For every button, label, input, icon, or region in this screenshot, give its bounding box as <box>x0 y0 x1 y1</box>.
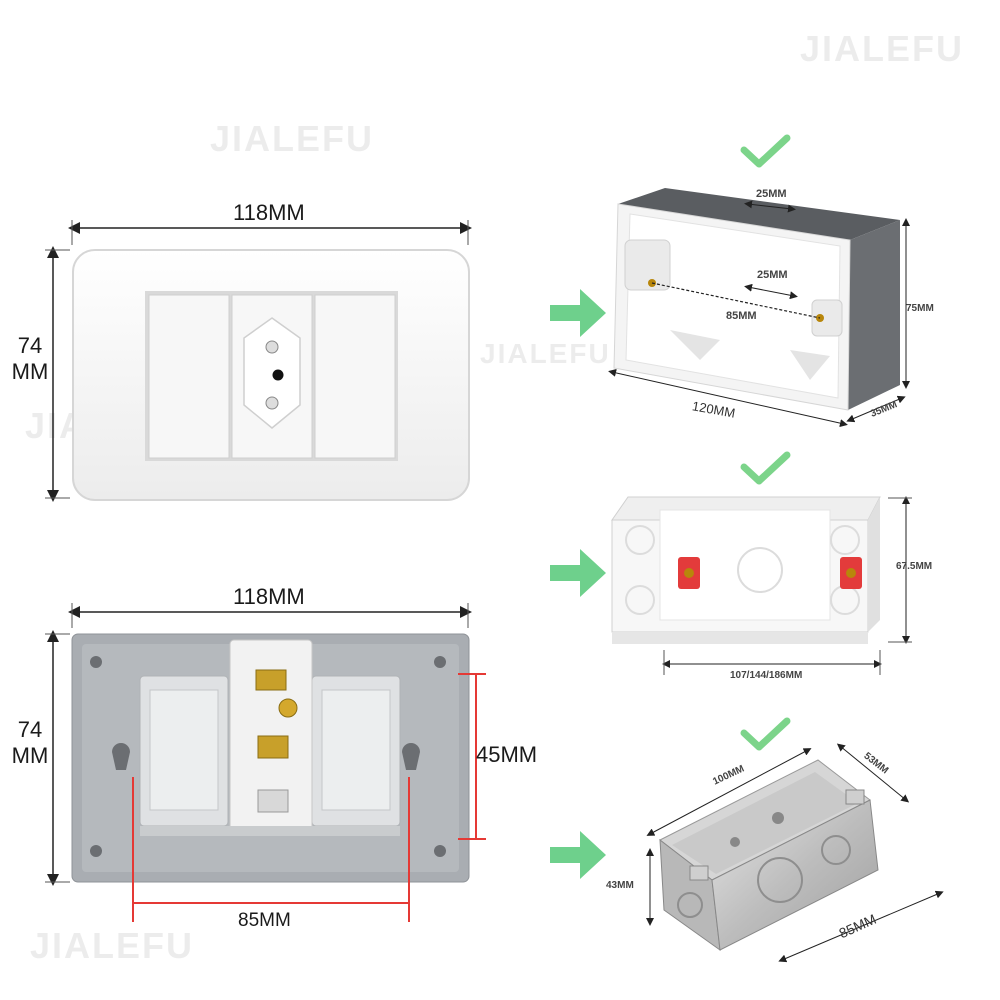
box2-height-label: 67.5MM <box>896 561 933 572</box>
check-icon <box>740 717 791 751</box>
mount-height-label: 45MM <box>476 742 538 767</box>
watermark: JIALEFU <box>30 925 195 966</box>
box1-height-label: 75MM <box>906 303 934 314</box>
check-icon <box>740 451 791 485</box>
right-arrow-icon <box>550 831 606 879</box>
box2-lengths-label: 107/144/186MM <box>730 670 803 681</box>
back-plate-width-label: 118MM <box>233 584 305 609</box>
junction-box-2 <box>611 496 881 644</box>
back-plate-height-label: 74 MM <box>8 717 52 769</box>
box3-height-label: 43MM <box>606 880 634 891</box>
back-plate-height-value: 74 <box>17 717 43 742</box>
back-plate-height-unit: MM <box>11 743 49 768</box>
junction-box-1 <box>613 188 900 411</box>
junction-box-2-dimensions <box>662 496 912 675</box>
junction-box-1-dimensions <box>608 200 910 428</box>
front-plate-dimensions <box>45 220 472 502</box>
check-icon <box>740 134 791 168</box>
front-plate-height-value: 74 <box>17 333 43 358</box>
watermark: JIALEFU <box>480 338 611 369</box>
box1-screw-spacing-label: 85MM <box>726 310 757 322</box>
front-plate-height-unit: MM <box>11 359 49 384</box>
mount-spacing-label: 85MM <box>238 910 291 931</box>
right-arrow-icon <box>550 289 606 337</box>
watermark: JIALEFU <box>210 118 375 159</box>
box1-inner-slot-label: 25MM <box>757 269 788 281</box>
right-arrow-icon <box>550 549 606 597</box>
back-plate-red-dimensions <box>132 673 486 922</box>
back-plate-dimensions <box>45 603 472 886</box>
watermark: JIALEFU <box>800 28 965 69</box>
front-plate-width-label: 118MM <box>233 200 305 225</box>
box1-top-slot-label: 25MM <box>756 188 787 200</box>
front-plate-height-label: 74 MM <box>8 333 52 385</box>
front-plate <box>72 249 470 501</box>
junction-box-3-dimensions <box>646 743 944 963</box>
back-plate <box>71 633 470 883</box>
